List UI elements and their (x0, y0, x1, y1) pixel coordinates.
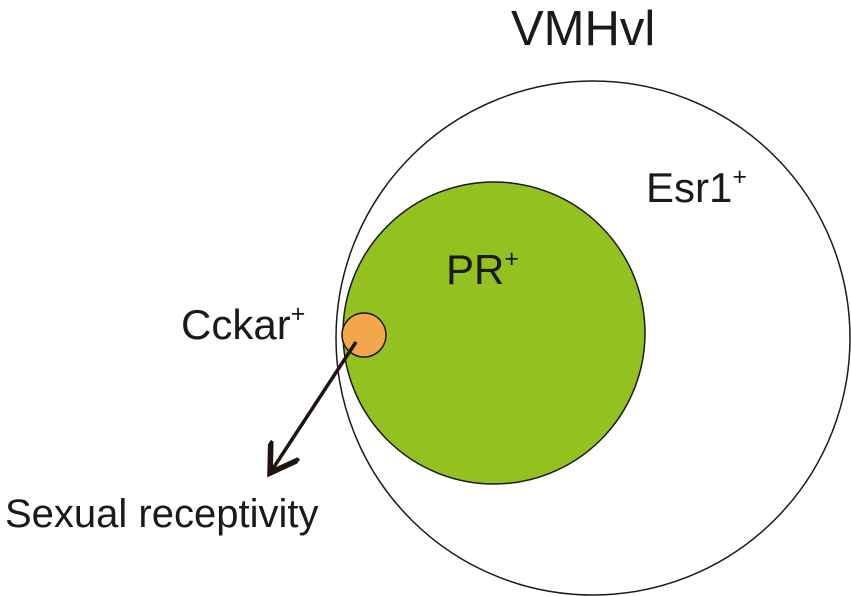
esr1-label-base: Esr1 (646, 164, 732, 211)
outcome-label: Sexual receptivity (5, 492, 318, 536)
receptivity-arrow (272, 341, 358, 470)
cckar-label-base: Cckar (181, 301, 291, 348)
pr-label-sup: + (504, 245, 519, 273)
cckar-label: Cckar+ (181, 300, 305, 348)
region-title: VMHvl (511, 2, 655, 56)
cckar-label-sup: + (291, 300, 306, 328)
pr-middle-circle (342, 181, 646, 485)
esr1-label: Esr1+ (646, 163, 747, 211)
esr1-label-sup: + (732, 163, 747, 191)
pr-label: PR+ (446, 245, 519, 293)
pr-label-base: PR (446, 246, 504, 293)
